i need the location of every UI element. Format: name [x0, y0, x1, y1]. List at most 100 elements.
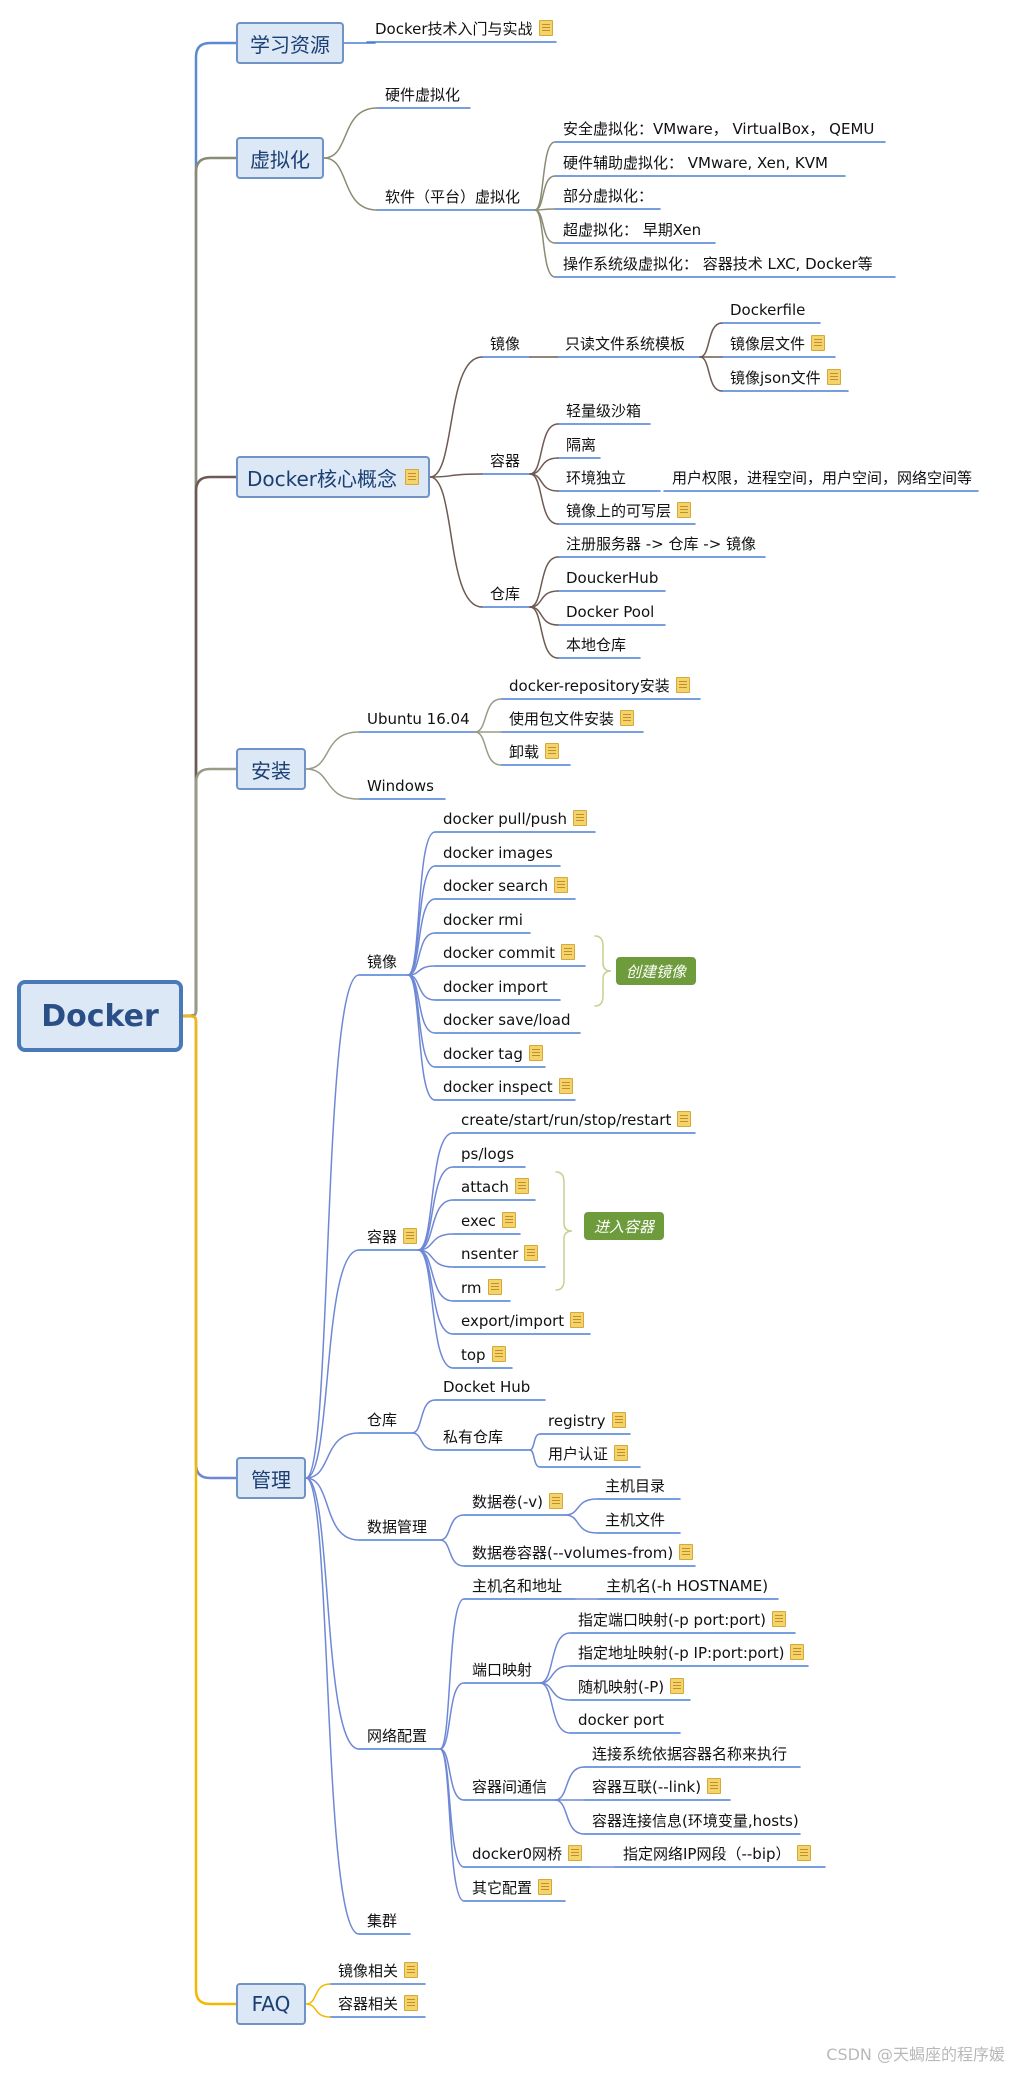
- node-manage-link-0[interactable]: 连接系统依据容器名称来执行: [592, 1745, 788, 1763]
- node-install-repo[interactable]: docker-repository安装: [509, 677, 690, 695]
- node-core-repo-registry[interactable]: 注册服务器 -> 仓库 -> 镜像: [566, 535, 757, 553]
- node-manage-port-2[interactable]: 随机映射(-P): [578, 1678, 685, 1696]
- node-manage-container-0[interactable]: create/start/run/stop/restart: [461, 1111, 692, 1129]
- node-manage-container-5[interactable]: rm: [461, 1279, 502, 1297]
- topic-install[interactable]: 安装: [236, 748, 306, 790]
- node-manage-network[interactable]: 网络配置: [367, 1727, 428, 1745]
- node-manage-image-4[interactable]: docker commit: [443, 944, 575, 962]
- node-manage-registry[interactable]: registry: [548, 1412, 626, 1430]
- node-manage-port[interactable]: 端口映射: [472, 1661, 533, 1679]
- node-study-book[interactable]: Docker技术入门与实战: [375, 20, 553, 38]
- node-virtual-sw-0[interactable]: 安全虚拟化：VMware， VirtualBox， QEMU: [563, 120, 875, 138]
- topic-faq[interactable]: FAQ: [236, 1983, 306, 2025]
- root-node[interactable]: Docker: [17, 980, 183, 1052]
- node-manage-dockethub[interactable]: Docket Hub: [443, 1378, 531, 1396]
- node-manage-container-7[interactable]: top: [461, 1346, 506, 1364]
- node-core-repo-pool[interactable]: Docker Pool: [566, 603, 655, 621]
- node-virtual-software[interactable]: 软件（平台）虚拟化: [385, 188, 521, 206]
- tag-create-image[interactable]: 创建镜像: [616, 957, 696, 985]
- node-manage-port-0[interactable]: 指定端口映射(-p port:port): [578, 1611, 786, 1629]
- node-manage-container[interactable]: 容器: [367, 1228, 418, 1246]
- summary-brace: [555, 1171, 573, 1291]
- node-manage-repo[interactable]: 仓库: [367, 1411, 398, 1429]
- node-install-ubuntu[interactable]: Ubuntu 16.04: [367, 710, 470, 728]
- node-core-image-template[interactable]: 只读文件系统模板: [565, 335, 686, 353]
- node-manage-container-1[interactable]: ps/logs: [461, 1145, 515, 1163]
- branch-curve: [305, 1477, 360, 1935]
- node-core-repo-dockerhub[interactable]: DouckerHub: [566, 569, 659, 587]
- node-install-windows[interactable]: Windows: [367, 777, 434, 795]
- node-virtual-sw-3[interactable]: 超虚拟化： 早期Xen: [563, 221, 702, 239]
- node-faq-image[interactable]: 镜像相关: [338, 1962, 419, 1980]
- node-core-container-env[interactable]: 环境独立: [566, 469, 627, 487]
- node-manage-container-3[interactable]: exec: [461, 1212, 516, 1230]
- node-faq-container[interactable]: 容器相关: [338, 1995, 419, 2013]
- node-manage-volume[interactable]: 数据卷(-v): [472, 1493, 563, 1511]
- topic-core[interactable]: Docker核心概念: [236, 456, 430, 498]
- node-manage-image-0[interactable]: docker pull/push: [443, 810, 588, 828]
- node-install-uninstall[interactable]: 卸载: [509, 743, 560, 761]
- node-core-container[interactable]: 容器: [490, 452, 521, 470]
- node-virtual-sw-2[interactable]: 部分虚拟化：: [563, 187, 654, 205]
- topic-virtual[interactable]: 虚拟化: [236, 137, 324, 179]
- node-manage-container-4[interactable]: nsenter: [461, 1245, 539, 1263]
- node-manage-link-1[interactable]: 容器互联(--link): [592, 1778, 722, 1796]
- node-virtual-hardware[interactable]: 硬件虚拟化: [385, 86, 461, 104]
- node-manage-host-item[interactable]: 主机名(-h HOSTNAME): [606, 1577, 769, 1595]
- node-manage-port-1[interactable]: 指定地址映射(-p IP:port:port): [578, 1644, 805, 1662]
- branch-curve: [564, 1498, 598, 1516]
- node-manage-link-2[interactable]: 容器连接信息(环境变量,hosts): [592, 1812, 799, 1830]
- node-manage-image-5[interactable]: docker import: [443, 978, 548, 996]
- note-icon: [404, 1995, 419, 2011]
- node-core-container-isolation[interactable]: 隔离: [566, 436, 597, 454]
- node-core-image-dockerfile[interactable]: Dockerfile: [730, 301, 806, 319]
- node-manage-data[interactable]: 数据管理: [367, 1518, 428, 1536]
- node-core-container-writable[interactable]: 镜像上的可写层: [566, 502, 692, 520]
- branch-curve: [305, 1432, 360, 1479]
- node-manage-volume-file[interactable]: 主机文件: [605, 1511, 666, 1529]
- node-core-repo[interactable]: 仓库: [490, 585, 521, 603]
- node-manage-image-8[interactable]: docker inspect: [443, 1078, 573, 1096]
- node-core-image-layers[interactable]: 镜像层文件: [730, 335, 826, 353]
- branch-curve: [417, 1249, 454, 1335]
- node-core-image[interactable]: 镜像: [490, 335, 521, 353]
- node-manage-container-2[interactable]: attach: [461, 1178, 529, 1196]
- note-icon: [677, 502, 692, 518]
- node-manage-cluster[interactable]: 集群: [367, 1912, 398, 1930]
- node-virtual-sw-1[interactable]: 硬件辅助虚拟化： VMware, Xen, KVM: [563, 154, 828, 172]
- node-manage-image-3[interactable]: docker rmi: [443, 911, 523, 929]
- node-manage-auth[interactable]: 用户认证: [548, 1445, 629, 1463]
- node-manage-other[interactable]: 其它配置: [472, 1879, 553, 1897]
- topic-study[interactable]: 学习资源: [236, 22, 344, 64]
- node-core-image-json[interactable]: 镜像json文件: [730, 369, 841, 387]
- node-manage-container-6[interactable]: export/import: [461, 1312, 585, 1330]
- node-core-container-env-detail[interactable]: 用户权限，进程空间，用户空间，网络空间等: [672, 469, 973, 487]
- node-manage-volume-container[interactable]: 数据卷容器(--volumes-from): [472, 1544, 694, 1562]
- node-manage-bridge-item[interactable]: 指定网络IP网段（--bip）: [623, 1845, 811, 1863]
- node-manage-image-1[interactable]: docker images: [443, 844, 553, 862]
- node-manage-port-3[interactable]: docker port: [578, 1711, 665, 1729]
- node-core-container-sandbox[interactable]: 轻量级沙箱: [566, 402, 642, 420]
- node-manage-image-6[interactable]: docker save/load: [443, 1011, 571, 1029]
- node-manage-volume-dir[interactable]: 主机目录: [605, 1477, 666, 1495]
- topic-manage[interactable]: 管理: [236, 1457, 306, 1499]
- node-install-pkg[interactable]: 使用包文件安装: [509, 710, 635, 728]
- branch-curve: [417, 1199, 454, 1251]
- branch-curve: [305, 1477, 360, 1541]
- node-virtual-sw-4[interactable]: 操作系统级虚拟化： 容器技术 LXC, Docker等: [563, 255, 873, 273]
- node-manage-image-7[interactable]: docker tag: [443, 1045, 543, 1063]
- branch-curve: [305, 731, 360, 770]
- node-manage-link[interactable]: 容器间通信: [472, 1778, 548, 1796]
- node-manage-image[interactable]: 镜像: [367, 953, 398, 971]
- branch-curve: [529, 473, 559, 525]
- note-icon: [826, 369, 841, 385]
- node-manage-host[interactable]: 主机名和地址: [472, 1577, 563, 1595]
- node-core-repo-local[interactable]: 本地仓库: [566, 636, 627, 654]
- branch-curve: [529, 590, 559, 608]
- branch-curve: [529, 606, 559, 659]
- tag-enter-container[interactable]: 进入容器: [584, 1212, 664, 1240]
- node-manage-bridge[interactable]: docker0网桥: [472, 1845, 583, 1863]
- node-manage-private-repo[interactable]: 私有仓库: [443, 1428, 504, 1446]
- node-manage-image-2[interactable]: docker search: [443, 877, 569, 895]
- note-icon: [568, 1845, 583, 1861]
